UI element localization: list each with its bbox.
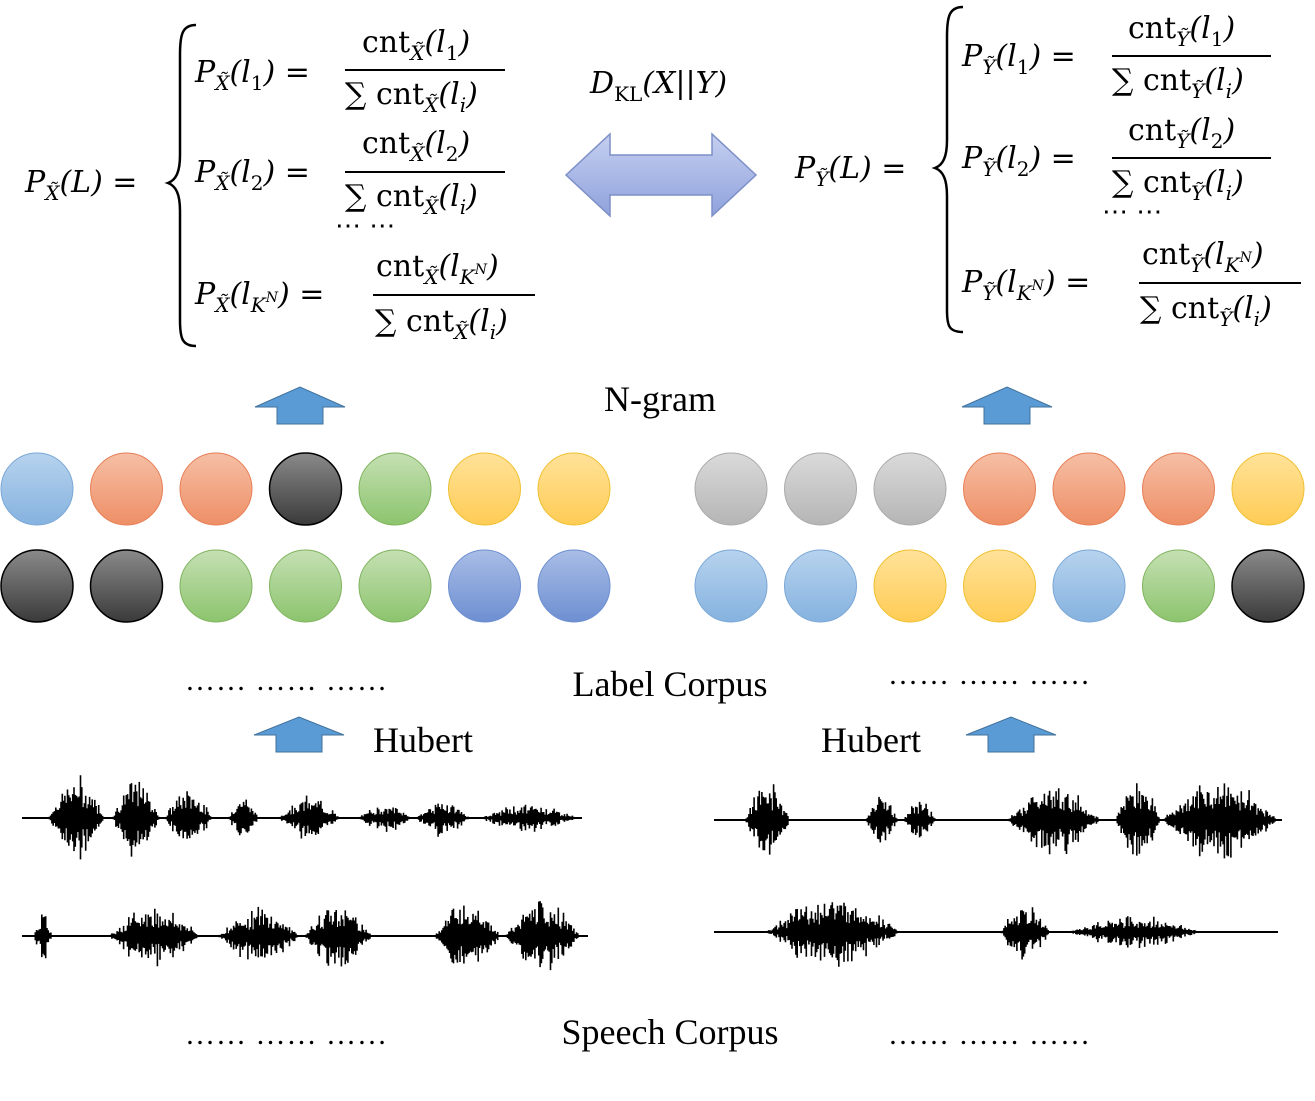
label-circle-green (358, 549, 432, 623)
label-circle-gray (784, 452, 857, 526)
label-circle-blue (694, 549, 768, 623)
right-lhs: PỸ(L) = (794, 151, 906, 191)
speech-corpus-dots-left: …… …… …… (185, 1018, 388, 1051)
right-row3-denominator: ∑ cntỸ(li) (1140, 291, 1272, 331)
label-circle-orange (1052, 452, 1126, 526)
label-circle-orange (179, 452, 253, 526)
right-row1-denominator: ∑ cntỸ(li) (1112, 63, 1244, 103)
right-row1-lhs: PỸ(l1) = (961, 39, 1076, 79)
ngram-up-arrow-left-icon (254, 386, 346, 425)
label-circle-orange (90, 452, 163, 526)
ngram-label: N-gram (604, 379, 716, 419)
label-circle-orange (1142, 452, 1215, 526)
label-circle-green (269, 549, 342, 623)
label-circle-black (0, 549, 74, 623)
label-circle-black (89, 549, 164, 623)
left-ellipsis: ⋯ ⋯ (335, 211, 395, 241)
label-circle-gray (873, 452, 947, 526)
kl-label: DKL(X||Y) (589, 66, 727, 106)
label-circle-black (268, 452, 343, 526)
right-ellipsis: ⋯ ⋯ (1102, 197, 1162, 227)
waveform-left-1 (48, 775, 579, 860)
left-lhs: PX̃(L) = (24, 165, 137, 205)
waveform-left-2 (34, 901, 580, 971)
label-corpus-dots-left: …… …… …… (185, 664, 388, 697)
left-row2-denominator: ∑ cntX̃(li) (345, 179, 478, 219)
label-circle-blue (1052, 549, 1126, 623)
hubert-up-arrow-left-icon (253, 716, 345, 753)
hubert-label-left: Hubert (373, 720, 473, 760)
left-row3-numerator: cntX̃(lKN) (376, 249, 499, 289)
left-row3-lhs: PX̃(lKN) = (194, 277, 324, 317)
label-circle-yellow (1231, 452, 1305, 526)
label-circle-blue (784, 549, 857, 623)
label-circle-black (1231, 549, 1305, 623)
waveform-right-1 (745, 783, 1279, 859)
speech-waveforms (22, 775, 1282, 971)
waveform-right-2 (766, 902, 1201, 967)
label-circle-green (358, 452, 432, 526)
left-row1-denominator: ∑ cntX̃(li) (345, 77, 478, 117)
right-row2-numerator: cntỸ(l2) (1128, 113, 1235, 153)
right-row3-numerator: cntỸ(lKN) (1142, 237, 1264, 277)
right-row1-numerator: cntỸ(l1) (1128, 11, 1235, 51)
label-circle-yellow (448, 452, 521, 526)
left-row1-numerator: cntX̃(l1) (362, 25, 470, 65)
label-circle-green (179, 549, 253, 623)
label-circles (0, 452, 1305, 623)
label-circle-gray (694, 452, 768, 526)
right-brace (931, 5, 964, 334)
speech-corpus-dots-right: …… …… …… (888, 1018, 1091, 1051)
kl-divergence: DKL(X||Y) (564, 66, 758, 218)
label-corpus-dots-right: …… …… …… (888, 658, 1091, 691)
right-row3-lhs: PỸ(lKN) = (961, 265, 1090, 305)
left-brace (164, 23, 197, 348)
hubert-up-arrow-right-icon (965, 716, 1057, 753)
ngram-up-arrow-right-icon (961, 386, 1053, 425)
double-arrow-icon (564, 132, 758, 218)
label-circle-orange (963, 452, 1036, 526)
right-row2-denominator: ∑ cntỸ(li) (1112, 165, 1244, 205)
label-corpus-label: Label Corpus (573, 664, 768, 704)
label-circle-purple (448, 549, 521, 623)
label-circle-blue (0, 452, 74, 526)
right-distribution-formula: PỸ(L) = PỸ(l1) = cntỸ(l1) ∑ cntỸ(li) PỸ(… (794, 5, 1301, 334)
label-circle-green (1142, 549, 1215, 623)
label-circle-yellow (873, 549, 947, 623)
label-circle-yellow (963, 549, 1036, 623)
speech-corpus-label: Speech Corpus (562, 1012, 779, 1052)
label-circle-yellow (537, 452, 611, 526)
left-row2-numerator: cntX̃(l2) (362, 126, 470, 166)
left-row2-lhs: PX̃(l2) = (194, 155, 310, 195)
left-row3-denominator: ∑ cntX̃(li) (375, 304, 508, 344)
hubert-label-right: Hubert (821, 720, 921, 760)
left-distribution-formula: PX̃(L) = PX̃(l1) = cntX̃(l1) ∑ cntX̃(li)… (24, 23, 535, 348)
right-row2-lhs: PỸ(l2) = (961, 141, 1076, 181)
left-row1-lhs: PX̃(l1) = (194, 55, 310, 95)
label-circle-purple (537, 549, 611, 623)
